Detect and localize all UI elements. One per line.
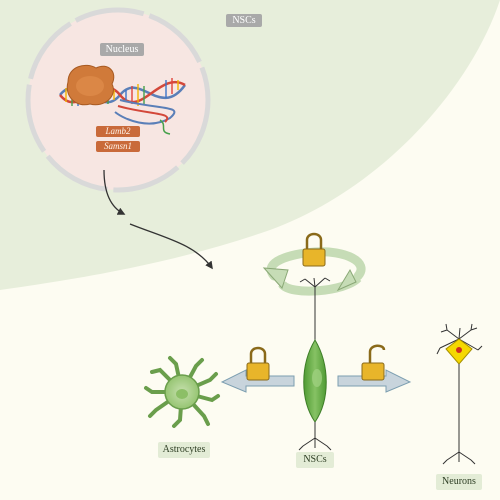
nucleus-label: Nucleus [100, 43, 144, 56]
chromatin-blob [66, 64, 115, 106]
cell-to-lineage-arrow [129, 223, 213, 270]
arrow-to-astrocytes [220, 369, 295, 393]
padlock-closed-left-icon [246, 346, 270, 381]
astrocytes-label: Astrocytes [158, 442, 210, 458]
nucleus-to-nsc-arrow [103, 169, 126, 215]
gene-label-samsn1: Samsn1 [96, 141, 140, 152]
nscs-top-label: NSCs [226, 14, 262, 27]
arrow-to-neurons [337, 369, 412, 393]
dna-helix [59, 78, 187, 135]
nucleus-circle [25, 7, 211, 193]
padlock-closed-icon [302, 232, 326, 267]
nscs-bottom-label: NSCs [296, 452, 334, 468]
padlock-open-right-icon [361, 344, 386, 381]
neuron-cell [436, 323, 483, 465]
nsc-neural-stem-cell [298, 277, 332, 451]
neurons-label: Neurons [436, 474, 482, 490]
gene-label-lamb2: Lamb2 [96, 126, 140, 137]
astrocyte-cell [144, 356, 220, 428]
